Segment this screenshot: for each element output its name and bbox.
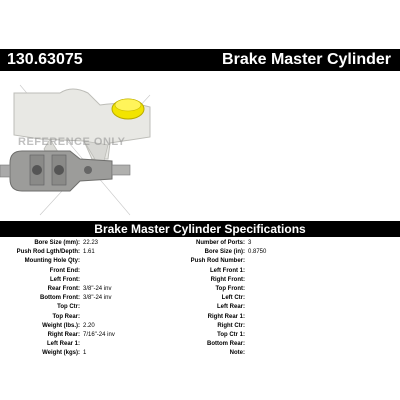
part-number: 130.63075 [7, 51, 83, 68]
spec-row: Front End: Left Front 1: [0, 267, 400, 276]
spec-label: Bore Size (mm): [34, 240, 80, 246]
spec-row: Rear Front:3/8"-24 inv Top Front: [0, 285, 400, 294]
spec-label: Weight (kgs): [42, 350, 80, 357]
spec-label: Bottom Front: [40, 295, 80, 302]
spec-label: Bottom Rear: [206, 341, 245, 348]
spec-row: Bore Size (mm):22.23 Number of Ports:3 [0, 239, 400, 248]
spec-label: Note: [229, 350, 245, 357]
spec-value: 0.8750 [248, 249, 267, 256]
spec-label: Number of Ports: [195, 240, 245, 246]
spec-label: Mounting Hole Qty: [24, 258, 80, 265]
spec-label: Left Front 1: [210, 267, 245, 274]
spec-row: Weight (lbs.):2.20 Right Ctr: [0, 322, 400, 331]
spec-value: 22.23 [83, 240, 99, 246]
part-name: Brake Master Cylinder [222, 51, 391, 68]
spec-row: Top Rear: Right Rear 1: [0, 313, 400, 322]
spec-label: Right Ctr: [217, 322, 245, 329]
spec-label: Front End: [49, 267, 80, 274]
header-bar: 130.63075 Brake Master Cylinder [0, 49, 400, 71]
spec-row: Right Rear:7/16"-24 inv Top Ctr 1: [0, 331, 400, 340]
spec-row: Push Rod Lgth/Depth:1.61 Bore Size (in):0… [0, 248, 400, 257]
spec-row: Bottom Front:3/8"-24 inv Left Ctr: [0, 294, 400, 303]
spec-value: 7/16"-24 inv [83, 331, 115, 338]
spec-label: Left Rear: [216, 304, 245, 311]
product-photo [0, 84, 151, 216]
spec-label: Left Ctr: [221, 295, 245, 302]
spec-label: Top Rear: [52, 313, 80, 320]
spec-label: Push Rod Number: [190, 258, 245, 265]
spec-label: Weight (lbs.): [42, 322, 80, 329]
spec-label: Push Rod Lgth/Depth: [16, 249, 80, 256]
spec-row: Left Rear 1: Bottom Rear: [0, 340, 400, 349]
spec-title: Brake Master Cylinder Specifications [94, 222, 306, 236]
spec-value: 1.61 [83, 249, 95, 256]
spec-row: Left Front: Right Front: [0, 276, 400, 285]
spec-label: Left Front: [50, 276, 80, 283]
spec-row: Mounting Hole Qty: Push Rod Number: [0, 257, 400, 266]
watermark-text: REFERENCE ONLY [18, 136, 126, 148]
spec-row: Weight (kgs):1 Note: [0, 349, 400, 358]
spec-label: Top Front: [215, 285, 245, 292]
spec-table: Bore Size (mm):22.23 Number of Ports:3 Pu… [0, 239, 400, 358]
spec-value: 3 [248, 240, 252, 246]
spec-title-bar: Brake Master Cylinder Specifications [0, 221, 400, 237]
spec-label: Top Ctr 1: [217, 331, 245, 338]
spec-label: Right Rear 1: [207, 313, 245, 320]
spec-label: Right Front: [210, 276, 245, 283]
spec-label: Right Rear: [47, 331, 80, 338]
spec-value: 2.20 [83, 322, 95, 329]
spec-value: 3/8"-24 inv [83, 285, 112, 292]
spec-label: Rear Front: [47, 285, 80, 292]
spec-value: 3/8"-24 inv [83, 295, 112, 302]
spec-label: Bore Size (in): [204, 249, 245, 256]
spec-row: Top Ctr: Left Rear: [0, 303, 400, 312]
spec-label: Top Ctr: [57, 304, 80, 311]
spec-label: Left Rear 1: [46, 341, 80, 348]
spec-value: 1 [83, 350, 87, 357]
